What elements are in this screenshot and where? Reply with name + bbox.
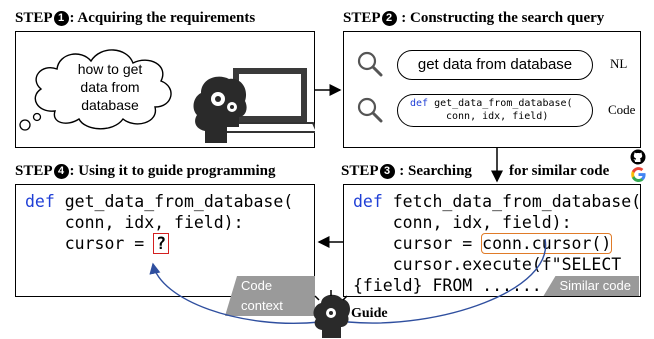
google-icon [631,167,646,183]
step1-illustration [19,49,315,143]
github-icon [630,149,646,165]
similar-code-tag: Similar code [543,276,639,296]
similar-code-line2: conn, idx, field): [353,213,572,232]
step2-label: : Constructing the search query [397,10,605,26]
step1-prefix: STEP [15,10,53,26]
step1-label: : Acquiring the requirements [69,10,256,26]
cloud-icon [19,49,172,131]
code-query-pill [397,94,593,127]
arrow-guide-to-placeholder [149,262,321,324]
code-context-line1: get_data_from_database( [54,192,294,211]
similar-code-line3: cursor = [353,234,483,253]
code-context-tag: Code context [225,276,315,316]
code-query-line1: get_data_from_database( [428,98,573,109]
step3-badge: 3 [379,164,395,179]
similar-code: def fetch_data_from_database( conn, idx,… [353,191,641,296]
step1-badge: 1 [53,11,69,26]
step2-badge: 2 [381,11,397,26]
similar-code-keyword: def [353,192,383,211]
idea-head-icon [313,290,350,338]
code-query-line2: conn, idx, field) [446,111,549,122]
cloud-text: how to get data from database [77,61,143,113]
similar-code-line5: {field} FROM ...... [353,276,542,295]
nl-query-pill [397,50,593,80]
code-context-keyword: def [25,192,55,211]
thinking-head-icon [193,76,247,143]
missing-code-placeholder: ? [153,233,170,254]
nl-query-text: get data from database [417,56,573,73]
step4-prefix: STEP [15,163,53,179]
step3-label-b: for similar code [509,163,610,179]
code-tag: Code [608,102,636,117]
search-icon [357,51,383,77]
step4-label: : Using it to guide programming [69,163,276,179]
code-context-line3: cursor = [25,234,155,253]
similar-code-line4: cursor.execute(f"SELECT [353,255,622,274]
similar-code-line1: fetch_data_from_database( [382,192,642,211]
nl-tag: NL [610,56,628,71]
arrow-similar-to-guide [347,238,547,324]
search-icon [357,97,383,123]
code-query-text: def get_data_from_database( conn, idx, f… [410,97,573,123]
guide-label: Guide [351,306,388,321]
laptop-icon [217,68,315,133]
step3-prefix: STEP [341,163,379,179]
step4-badge: 4 [53,164,69,179]
step3-label-a: : Searching [395,163,472,179]
code-context-line2: conn, idx, field): [25,213,244,232]
highlighted-cursor-call: conn.cursor() [481,233,613,254]
code-query-keyword: def [410,98,429,109]
code-context: def get_data_from_database( conn, idx, f… [25,191,293,254]
step2-prefix: STEP [343,10,381,26]
